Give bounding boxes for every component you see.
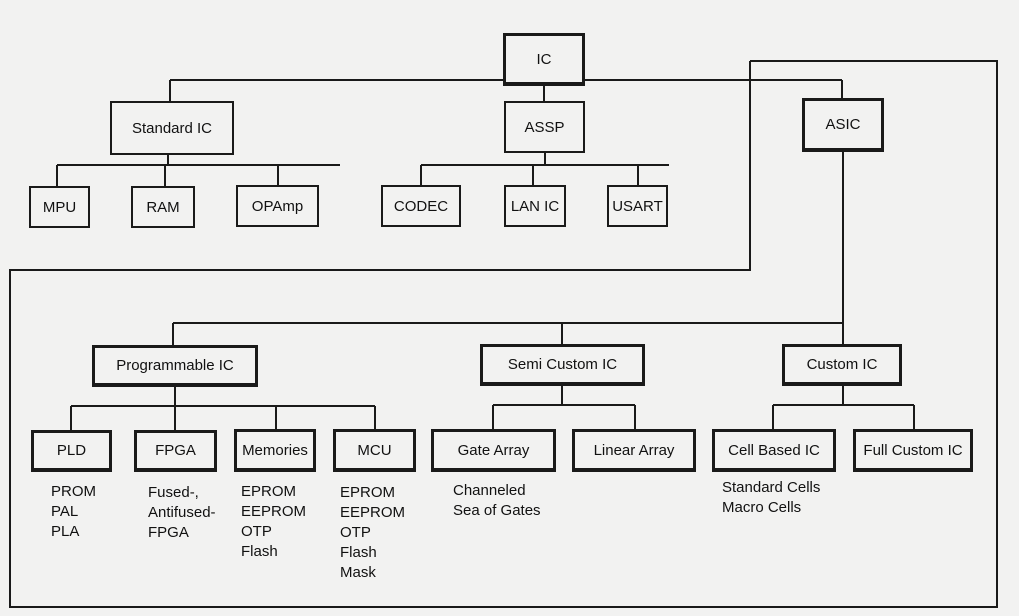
cell-based-types: Standard Cells Macro Cells (722, 478, 820, 518)
node-opamp: OPAmp (236, 185, 319, 227)
node-fpga: FPGA (134, 430, 217, 472)
note-item: Mask (340, 564, 376, 581)
node-standard-ic: Standard IC (110, 101, 234, 155)
node-lan-ic: LAN IC (504, 185, 566, 227)
note-item: PROM (51, 483, 96, 500)
note-item: Antifused- (148, 504, 216, 521)
node-programmable-ic: Programmable IC (92, 345, 258, 387)
note-item: Macro Cells (722, 499, 802, 516)
note-item: PLA (51, 523, 80, 540)
note-item: FPGA (148, 524, 189, 541)
node-gate-array: Gate Array (431, 429, 556, 472)
node-pld: PLD (31, 430, 112, 472)
note-item: Channeled (453, 482, 526, 499)
node-mcu: MCU (333, 429, 416, 472)
note-item: EPROM (340, 484, 396, 501)
node-semi-custom-ic: Semi Custom IC (480, 344, 645, 386)
note-item: OTP (340, 524, 371, 541)
note-item: Sea of Gates (453, 502, 541, 519)
node-assp: ASSP (504, 101, 585, 153)
node-asic: ASIC (802, 98, 884, 152)
note-item: Flash (241, 543, 278, 560)
pld-types: PROM PAL PLA (51, 482, 96, 542)
node-ic: IC (503, 33, 585, 86)
note-item: Fused-, (148, 484, 199, 501)
note-item: Flash (340, 544, 377, 561)
fpga-types: Fused-, Antifused- FPGA (148, 483, 216, 543)
node-codec: CODEC (381, 185, 461, 227)
note-item: EPROM (241, 483, 297, 500)
memories-types: EPROM EEPROM OTP Flash (241, 482, 306, 562)
gate-array-types: Channeled Sea of Gates (453, 481, 541, 521)
mcu-types: EPROM EEPROM OTP Flash Mask (340, 483, 405, 583)
node-mpu: MPU (29, 186, 90, 228)
node-usart: USART (607, 185, 668, 227)
note-item: EEPROM (241, 503, 307, 520)
node-cell-based-ic: Cell Based IC (712, 429, 836, 472)
note-item: PAL (51, 503, 79, 520)
note-item: Standard Cells (722, 479, 821, 496)
node-full-custom-ic: Full Custom IC (853, 429, 973, 472)
node-linear-array: Linear Array (572, 429, 696, 472)
node-custom-ic: Custom IC (782, 344, 902, 386)
note-item: EEPROM (340, 504, 406, 521)
node-ram: RAM (131, 186, 195, 228)
asic-frame (9, 60, 998, 608)
note-item: OTP (241, 523, 272, 540)
node-memories: Memories (234, 429, 316, 472)
